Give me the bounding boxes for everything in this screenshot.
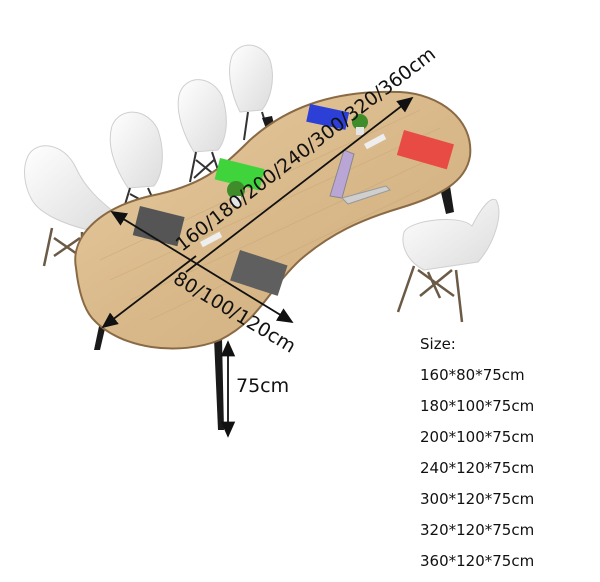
- size-item: 300*120*75cm: [420, 490, 535, 508]
- plant-2: [352, 114, 368, 135]
- height-dimension-label: 75cm: [236, 375, 289, 397]
- width-arrow: [110, 211, 294, 323]
- power-outlet-2: [364, 133, 387, 150]
- size-title: Size:: [420, 335, 456, 353]
- notebook-red: [396, 130, 454, 170]
- size-item: 360*120*75cm: [420, 552, 535, 570]
- chair-back-2: [177, 79, 227, 183]
- width-arrow-2: [101, 255, 197, 329]
- notebook-green: [214, 158, 265, 191]
- notebook-blue: [306, 104, 350, 130]
- chair-front: [396, 198, 500, 323]
- size-item: 200*100*75cm: [420, 428, 535, 446]
- laptop: [329, 149, 391, 205]
- size-item: 160*80*75cm: [420, 366, 525, 384]
- size-list: Size: 160*80*75cm 180*100*75cm 200*100*7…: [420, 334, 534, 582]
- size-item: 180*100*75cm: [420, 397, 535, 415]
- size-item: 240*120*75cm: [420, 459, 535, 477]
- chair-back-3: [109, 111, 163, 209]
- plant-1: [227, 181, 245, 206]
- size-item: 320*120*75cm: [420, 521, 535, 539]
